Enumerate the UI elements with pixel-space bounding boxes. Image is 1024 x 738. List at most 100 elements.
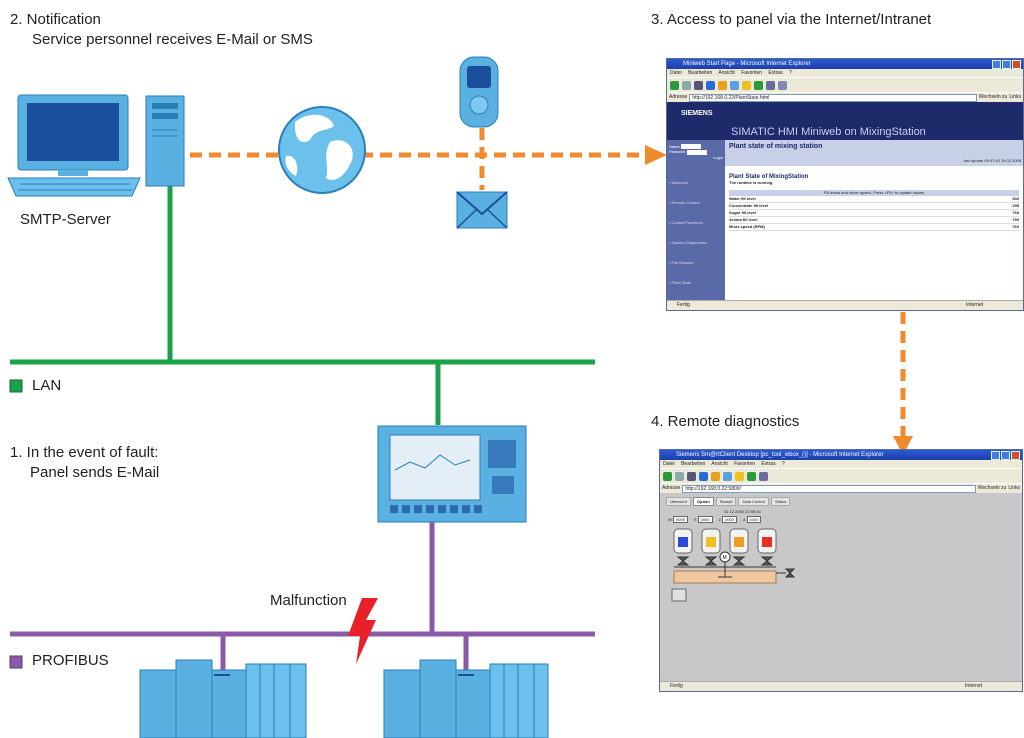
favorites-icon[interactable]: [735, 471, 744, 481]
password-input[interactable]: [686, 149, 707, 155]
tab-data-control[interactable]: Data Control: [738, 497, 769, 506]
row-value: 295: [1012, 203, 1019, 208]
nav-control-functions[interactable]: • Control Functions: [669, 219, 703, 225]
back-icon[interactable]: [663, 471, 672, 481]
close-icon[interactable]: [1012, 60, 1021, 69]
home-icon[interactable]: [711, 471, 720, 481]
server-icon: [145, 95, 185, 187]
minimize-icon[interactable]: [991, 451, 1000, 460]
go-button[interactable]: Wechseln zu: [978, 94, 1008, 100]
name-input[interactable]: [680, 144, 701, 150]
media-icon[interactable]: [754, 80, 763, 90]
nav-plant-state[interactable]: • Plant State: [669, 279, 692, 285]
mail-icon[interactable]: [778, 80, 787, 90]
process-graphic: M: [671, 528, 796, 602]
menu-help[interactable]: ?: [781, 461, 785, 467]
links-button[interactable]: Links: [1008, 485, 1020, 491]
miniweb-title-bar: Miniweb Start Page - Microsoft Internet …: [667, 59, 1023, 69]
menu-extras[interactable]: Extras: [768, 70, 783, 76]
favorites-icon[interactable]: [742, 80, 751, 90]
fault-line-2: Panel sends E-Mail: [30, 464, 160, 481]
tab-status[interactable]: Status: [770, 497, 791, 506]
readout-key: W: [668, 517, 672, 522]
menu-datei[interactable]: Datei: [663, 461, 675, 467]
smtp-server-label: SMTP-Server: [20, 211, 111, 228]
nav-welcome[interactable]: • Welcome: [669, 179, 689, 185]
readout-value: 0000: [746, 516, 762, 523]
menu-ansicht[interactable]: Ansicht: [718, 70, 735, 76]
menu-extras[interactable]: Extras: [761, 461, 776, 467]
mixer-label: M: [723, 555, 727, 561]
media-icon[interactable]: [747, 471, 756, 481]
remote-toolbar: [660, 468, 1022, 483]
readout-key: Z: [718, 517, 721, 522]
remote-browser-window: Siemens Sm@rtClient Desktop [pc_tool_wbo…: [659, 449, 1023, 692]
refresh-icon[interactable]: [699, 471, 708, 481]
remote-date: 31.12.2000 22:59:34: [724, 509, 761, 514]
search-icon[interactable]: [730, 80, 739, 90]
computer-icon: [7, 94, 141, 197]
globe-icon: [278, 106, 366, 194]
menu-datei[interactable]: Datei: [670, 70, 682, 76]
address-input[interactable]: http://192.168.0.22/PlantState.html: [689, 93, 977, 102]
login-button[interactable]: Login: [713, 154, 723, 160]
plc-left-icon: [139, 659, 307, 738]
diagnostics-title: 4. Remote diagnostics: [651, 413, 800, 430]
profibus-legend-label: PROFIBUS: [32, 652, 109, 669]
tab-rezept[interactable]: Rezept: [715, 497, 737, 506]
tab-option[interactable]: Option: [692, 497, 714, 506]
remote-content: Übersicht Option Rezept Data Control Sta…: [660, 493, 1022, 682]
tab-uebersicht[interactable]: Übersicht: [666, 497, 691, 506]
address-input[interactable]: http://192.168.0.22:5800/: [682, 484, 976, 493]
close-icon[interactable]: [1011, 451, 1020, 460]
history-icon[interactable]: [766, 80, 775, 90]
row-value: 769: [1012, 224, 1019, 229]
home-icon[interactable]: [718, 80, 727, 90]
back-icon[interactable]: [670, 80, 679, 90]
malfunction-label: Malfunction: [270, 592, 347, 609]
history-icon[interactable]: [759, 471, 768, 481]
menu-help[interactable]: ?: [788, 70, 792, 76]
siemens-logo: SIEMENS: [681, 110, 713, 117]
links-button[interactable]: Links: [1009, 94, 1021, 100]
table-row: Mixer speed (RPM)769: [729, 224, 1019, 231]
readout: W 0000: [668, 516, 688, 523]
menu-bearbeiten[interactable]: Bearbeiten: [681, 461, 706, 467]
maximize-icon[interactable]: [1001, 451, 1010, 460]
stop-icon[interactable]: [687, 471, 696, 481]
miniweb-menu-bar: Datei Bearbeiten Ansicht Favoriten Extra…: [667, 69, 1023, 77]
menu-bearbeiten[interactable]: Bearbeiten: [688, 70, 713, 76]
address-label: Adresse: [662, 485, 681, 491]
lan-legend-swatch: [9, 379, 23, 393]
minimize-icon[interactable]: [992, 60, 1001, 69]
zone-text: Internet: [965, 683, 982, 689]
nav-file-browser[interactable]: • File Browser: [669, 259, 694, 265]
refresh-icon[interactable]: [706, 80, 715, 90]
zone-text: Internet: [966, 302, 983, 308]
menu-ansicht[interactable]: Ansicht: [711, 461, 728, 467]
search-icon[interactable]: [723, 471, 732, 481]
readout: K 0000: [694, 516, 713, 523]
remote-status-bar: Fertig Internet: [660, 681, 1022, 691]
nav-system-diagnostics[interactable]: • System Diagnostics: [669, 239, 707, 245]
readout-value: 0000: [672, 516, 688, 523]
nav-remote-control[interactable]: • Remote Control: [669, 199, 700, 205]
remote-window-title: Siemens Sm@rtClient Desktop [pc_tool_wbo…: [676, 452, 884, 458]
readout: A 0000: [743, 516, 762, 523]
forward-icon[interactable]: [682, 80, 691, 90]
runtime-status: The runtime is running.: [729, 180, 774, 185]
menu-favoriten[interactable]: Favoriten: [734, 461, 756, 467]
last-update: last update 09:47:43 19.02.2008: [963, 158, 1021, 163]
menu-favoriten[interactable]: Favoriten: [741, 70, 763, 76]
forward-icon[interactable]: [675, 471, 684, 481]
row-label: Water fill level: [729, 196, 756, 201]
readout: Z 0000: [718, 516, 737, 523]
maximize-icon[interactable]: [1002, 60, 1011, 69]
hmi-panel-icon: [377, 425, 527, 523]
stop-icon[interactable]: [694, 80, 703, 90]
go-button[interactable]: Wechseln zu: [977, 485, 1007, 491]
remote-menu-bar: Datei Bearbeiten Ansicht Favoriten Extra…: [660, 460, 1022, 468]
remote-readouts: W 0000 K 0000 Z 0000 A 0000: [668, 516, 762, 523]
